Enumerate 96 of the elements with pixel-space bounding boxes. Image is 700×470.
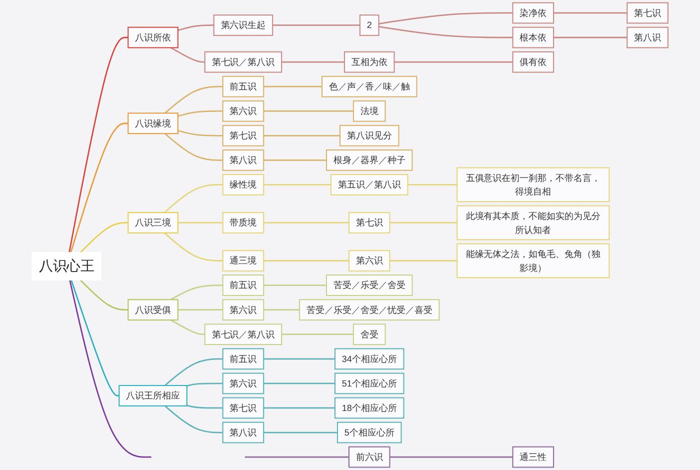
central-topic: 八识心王	[32, 252, 102, 280]
branch-line	[378, 26, 513, 38]
branch-line	[264, 358, 335, 360]
topic-label: 俱有依	[512, 51, 554, 73]
branch-line	[164, 86, 223, 114]
topic-label: 第六识	[222, 372, 264, 394]
branch-line	[244, 456, 349, 458]
topic-label: 八识三境	[128, 212, 178, 234]
branch-line	[70, 280, 120, 396]
branch-line	[164, 184, 223, 214]
branch-line	[390, 260, 458, 262]
branch-line	[186, 404, 223, 409]
topic-label: 前五识	[222, 76, 264, 98]
branch-line	[178, 130, 223, 136]
topic-label: 缘性境	[222, 174, 264, 196]
branch-line	[178, 222, 223, 224]
branch-line	[408, 184, 458, 186]
branch-line	[282, 61, 344, 63]
topic-label: 34个相应心所	[334, 348, 404, 370]
branch-line	[390, 456, 513, 458]
branch-line	[264, 110, 354, 112]
topic-label: 18个相应心所	[334, 397, 404, 419]
branch-line	[178, 110, 223, 117]
topic-label: 前五识	[222, 274, 264, 296]
branch-line	[264, 86, 322, 88]
branch-line	[264, 284, 326, 286]
topic-label: 通三境	[222, 250, 264, 272]
topic-label: 第七识／第八识	[204, 51, 282, 73]
topic-label: 第八识	[222, 149, 264, 171]
branch-line	[264, 382, 335, 384]
branch-line	[68, 36, 128, 253]
topic-label: 2	[359, 14, 380, 36]
branch-line	[378, 12, 513, 24]
branch-line	[70, 122, 128, 253]
branch-line	[178, 24, 214, 32]
topic-label: 八识所依	[128, 26, 178, 48]
branch-line	[164, 358, 223, 386]
topic-label: 通三性	[512, 446, 554, 468]
branch-line	[264, 432, 338, 434]
branch-line	[394, 61, 513, 63]
topic-label: 5个相应心所	[336, 422, 402, 444]
topic-label: 第七识	[626, 2, 668, 24]
topic-label: 舍受	[352, 324, 386, 346]
topic-label: 八识受俱	[128, 299, 178, 321]
branch-line	[164, 133, 223, 161]
topic-label: 苦受／乐受／舍受	[326, 274, 413, 296]
branch-line	[80, 280, 128, 310]
branch-line	[178, 309, 223, 310]
branch-line	[554, 12, 628, 14]
topic-label: 第六识生起	[213, 14, 274, 36]
topic-label: 第五识／第八识	[330, 174, 408, 196]
branch-line	[186, 382, 223, 387]
topic-label: 第八识	[222, 422, 264, 444]
topic-label: 八识缘境	[128, 112, 178, 134]
topic-label: 根本依	[512, 26, 554, 48]
topic-label: 第七识	[348, 212, 390, 234]
topic-label: 第八识见分	[339, 124, 400, 146]
branch-line	[69, 280, 152, 458]
topic-label: 前五识	[222, 348, 264, 370]
branch-line	[264, 134, 340, 136]
topic-label: 第六识	[222, 299, 264, 321]
branch-line	[264, 407, 335, 409]
branch-line	[164, 405, 223, 434]
topic-label: 五俱意识在初一刹那，不带名言，得境自相	[456, 167, 610, 202]
branch-line	[264, 309, 300, 310]
branch-line	[170, 319, 205, 336]
branch-line	[390, 222, 458, 224]
branch-line	[164, 232, 223, 262]
topic-label: 第七识	[222, 124, 264, 146]
topic-label: 法境	[352, 100, 386, 122]
topic-label: 染净依	[512, 2, 554, 24]
topic-label: 第六识	[348, 250, 390, 272]
branch-line	[264, 222, 349, 224]
branch-line	[170, 284, 223, 300]
topic-label: 第六识	[222, 100, 264, 122]
topic-label: 八识王所相应	[118, 384, 188, 406]
topic-label: 互相为依	[344, 51, 395, 73]
topic-label: 前六识	[348, 446, 390, 468]
branch-line	[170, 47, 205, 63]
branch-line	[272, 24, 360, 26]
topic-label: 色／声／香／味／触	[321, 76, 418, 98]
topic-label: 第七识／第八识	[204, 324, 282, 346]
topic-label: 51个相应心所	[334, 372, 404, 394]
topic-label: 第七识	[222, 397, 264, 419]
topic-label: 第八识	[626, 26, 668, 48]
branch-line	[264, 160, 326, 161]
topic-label: 根身／器界／种子	[326, 149, 413, 171]
branch-line	[554, 36, 628, 38]
branch-line	[264, 260, 349, 262]
branch-line	[264, 184, 331, 186]
topic-label: 此境有其本质，不能如实的为见分所认知者	[456, 205, 610, 240]
topic-label: 苦受／乐受／舍受／忧受／喜受	[299, 299, 440, 321]
branch-line	[282, 334, 354, 336]
branch-line	[80, 222, 128, 253]
topic-label: 带质境	[222, 212, 264, 234]
topic-label: 能缘无体之法，如龟毛、兔角（独影境）	[456, 243, 610, 278]
